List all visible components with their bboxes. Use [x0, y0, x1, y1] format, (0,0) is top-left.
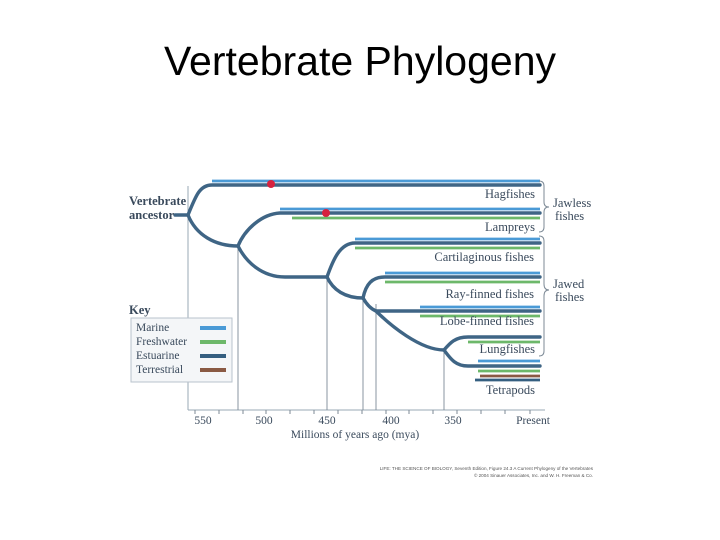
figure-credit-line1: LIFE: THE SCIENCE OF BIOLOGY, Seventh Ed…: [380, 466, 594, 471]
slide-title: Vertebrate Phylogeny: [163, 38, 557, 84]
legend: Key Marine Freshwater Estuarine Terrestr…: [129, 303, 233, 383]
taxon-label-lungfishes: Lungfishes: [479, 342, 535, 356]
branch-tetrapods: [442, 348, 542, 368]
branch-ray-finned: [361, 275, 542, 300]
habitat-bands: [212, 179, 540, 382]
branch-lungfishes: [442, 335, 542, 352]
axis-tick-present: Present: [516, 415, 551, 427]
axis-tick-400: 400: [382, 415, 400, 427]
root-label-line2: ancestor: [129, 208, 175, 222]
legend-swatch-estuarine: [200, 354, 226, 358]
event-marker-lampreys: [322, 209, 330, 217]
group-label-jawless-line1: Jawless: [553, 196, 591, 210]
group-label-jawless-line2: fishes: [555, 209, 584, 223]
legend-swatch-freshwater: [200, 340, 226, 344]
group-label-jawed-line1: Jawed: [553, 277, 585, 291]
tree-branches: [173, 183, 542, 368]
axis-label: Millions of years ago (mya): [291, 429, 420, 441]
event-marker-hagfishes: [267, 180, 275, 188]
legend-label-estuarine: Estuarine: [136, 350, 179, 362]
taxon-label-ray-finned: Ray-finned fishes: [445, 287, 534, 301]
legend-swatch-marine: [200, 326, 226, 330]
taxon-label-lampreys: Lampreys: [485, 220, 535, 234]
branch-hagfishes: [186, 183, 542, 217]
branch-gnathostome-node: [236, 244, 329, 279]
branch-cartilaginous: [325, 241, 542, 279]
legend-label-freshwater: Freshwater: [136, 336, 187, 348]
axis-tick-450: 450: [318, 415, 336, 427]
axis-tick-350: 350: [444, 415, 462, 427]
branch-sarcopterygii-node: [361, 296, 378, 313]
axis-tick-500: 500: [255, 415, 273, 427]
brace-jawless: [538, 180, 550, 233]
branch-lungfish-tetrapod-node: [374, 309, 446, 352]
legend-title: Key: [129, 303, 151, 317]
branch-osteichthyes-node: [325, 275, 365, 300]
taxon-label-tetrapods: Tetrapods: [486, 383, 535, 397]
legend-swatch-terrestrial: [200, 368, 226, 372]
branch-lampreys: [236, 211, 542, 248]
group-label-jawed-line2: fishes: [555, 290, 584, 304]
legend-label-marine: Marine: [136, 322, 169, 334]
brace-jawed: [538, 235, 550, 357]
taxon-label-lobe-finned: Lobe-finned fishes: [440, 314, 534, 328]
branch-jaw-node: [186, 213, 240, 248]
legend-label-terrestrial: Terrestrial: [136, 364, 183, 376]
taxon-label-hagfishes: Hagfishes: [485, 187, 535, 201]
axis-tick-550: 550: [194, 415, 212, 427]
figure-credit-line2: © 2004 Sinauer Associates, Inc. and W. H…: [474, 472, 593, 478]
root-label-line1: Vertebrate: [129, 194, 187, 208]
timeline-frame: [187, 186, 545, 414]
taxon-label-cartilaginous: Cartilaginous fishes: [434, 250, 534, 264]
